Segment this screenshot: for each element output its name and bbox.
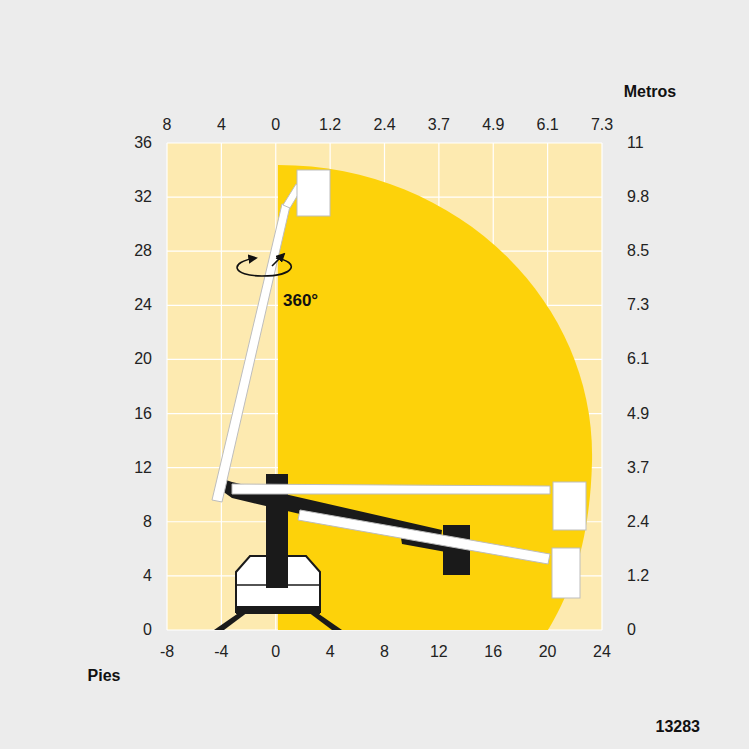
axis-tick-label: 8 <box>163 117 172 133</box>
axis-tick-label: 8 <box>143 514 152 530</box>
plot-area <box>167 143 602 630</box>
rotation-label: 360° <box>283 292 318 309</box>
axis-tick-label: 12 <box>134 460 152 476</box>
axis-tick-label: 6.1 <box>537 117 559 133</box>
axis-tick-label: 4 <box>326 644 335 660</box>
vehicle-base <box>214 556 342 630</box>
axis-tick-label: 3.7 <box>627 460 649 476</box>
axis-tick-label: 7.3 <box>627 297 649 313</box>
axis-tick-label: 3.7 <box>428 117 450 133</box>
grid-line <box>166 143 167 630</box>
axis-tick-label: 4.9 <box>482 117 504 133</box>
rotation-symbol <box>237 254 291 276</box>
grid-lines <box>167 143 602 630</box>
axis-tick-label: -4 <box>214 644 228 660</box>
horizontal-boom <box>232 482 586 530</box>
axis-tick-label: 28 <box>134 243 152 259</box>
axis-tick-label: 8.5 <box>627 243 649 259</box>
axis-tick-label: 11 <box>627 135 644 151</box>
axis-tick-label: 1.2 <box>319 117 341 133</box>
grid-line <box>601 143 602 630</box>
axis-tick-label: 4.9 <box>627 406 649 422</box>
axis-tick-label: 16 <box>484 644 502 660</box>
axis-title: Metros <box>624 84 676 100</box>
axis-tick-label: 20 <box>539 644 557 660</box>
work-envelope <box>278 165 592 630</box>
axis-tick-label: 0 <box>271 644 280 660</box>
axis-tick-label: 0 <box>627 622 636 638</box>
axis-tick-label: 1.2 <box>627 568 649 584</box>
axis-tick-label: 4 <box>217 117 226 133</box>
axis-tick-label: 8 <box>380 644 389 660</box>
axis-tick-label: 0 <box>271 117 280 133</box>
axis-tick-label: 0 <box>143 622 152 638</box>
axis-tick-label: 12 <box>430 644 448 660</box>
axis-tick-label: -8 <box>160 644 174 660</box>
axis-tick-label: 24 <box>593 644 611 660</box>
axis-tick-label: 36 <box>134 135 152 151</box>
low-reach-boom <box>298 510 580 598</box>
figure-number: 13283 <box>656 719 701 735</box>
axis-tick-label: 9.8 <box>627 189 649 205</box>
axis-tick-label: 32 <box>134 189 152 205</box>
grid-line <box>221 143 222 630</box>
axis-tick-label: 6.1 <box>627 351 649 367</box>
axis-tick-label: 4 <box>143 568 152 584</box>
axis-tick-label: 7.3 <box>591 117 613 133</box>
axis-tick-label: 2.4 <box>373 117 395 133</box>
axis-title: Pies <box>88 668 121 684</box>
grid-line <box>167 142 602 143</box>
axis-tick-label: 16 <box>134 406 152 422</box>
axis-tick-label: 24 <box>134 297 152 313</box>
axis-tick-label: 20 <box>134 351 152 367</box>
upper-boom <box>212 170 330 502</box>
axis-tick-label: 2.4 <box>627 514 649 530</box>
